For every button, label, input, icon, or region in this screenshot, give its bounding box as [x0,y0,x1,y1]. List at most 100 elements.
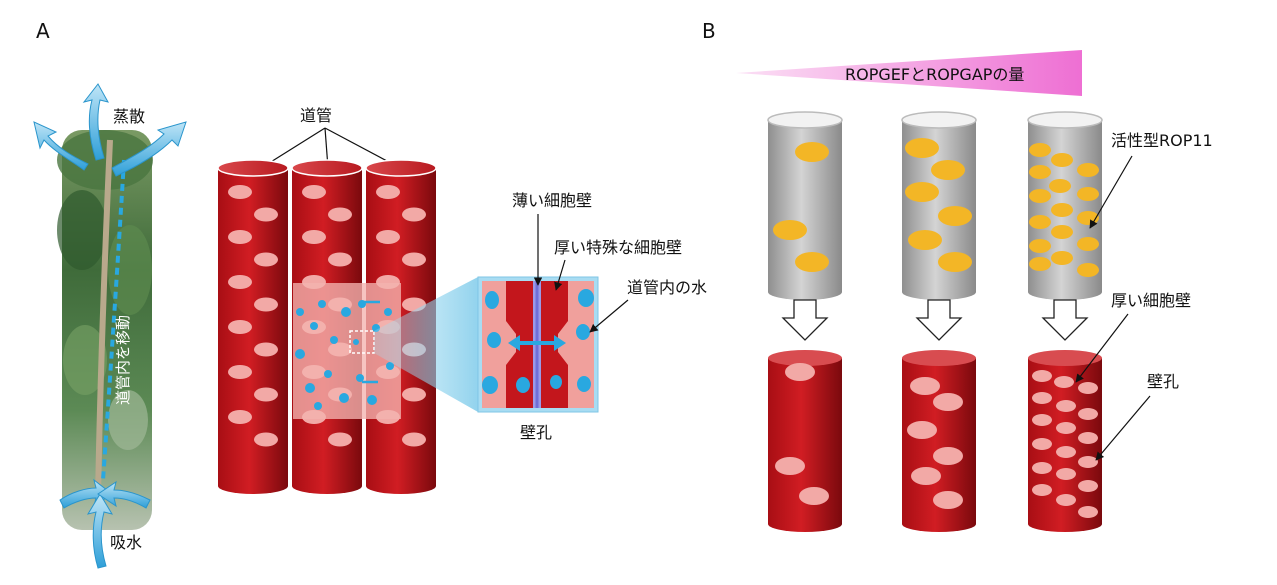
active-rop11-label: 活性型ROP11 [1111,131,1213,150]
pit-spot [933,491,963,509]
active-rop11-spot [908,230,942,250]
pit-spot [228,365,252,379]
red-vessel-1-bottom [768,516,842,532]
pit-spot [228,230,252,244]
pit-spot [302,230,326,244]
active-rop11-spot [1029,239,1051,253]
pit-spot [911,467,941,485]
vessel-series-b [767,111,1103,532]
pit-spot [254,207,278,222]
active-rop11-spot [1029,257,1051,271]
pit-spot [402,207,426,222]
grey-vessel-2 [901,111,977,300]
red-vessel-3-bottom [1028,516,1102,532]
pit-spot [1078,432,1098,444]
pit-label-b: 壁孔 [1147,372,1179,391]
grey-vessel-3 [1027,111,1103,300]
red-vessel-2-bottom [902,516,976,532]
vessel-label: 道管 [300,106,332,125]
active-rop11-spot [1029,143,1051,157]
red-vessel-1 [768,350,842,532]
pit-spot [228,275,252,289]
vessel-cut-section [293,283,401,419]
pit-spot [1032,414,1052,426]
active-rop11-spot [931,160,965,180]
pit-spot [1032,392,1052,404]
pit-spot [228,320,252,334]
pit-spot [254,342,278,357]
pit-spot [1032,484,1052,496]
water-in-vessel-pointer [589,299,629,333]
water-in-vessel-label: 道管内の水 [627,278,707,297]
pit-spot [254,387,278,402]
pit-spot [1056,446,1076,458]
active-rop11-spot [1029,189,1051,203]
thick-special-cell-wall-pointer [554,259,566,291]
active-rop11-spot [795,252,829,272]
thick-cell-wall-label: 厚い細胞壁 [1111,291,1191,310]
pit-spot [1032,438,1052,450]
pit-spot [328,252,352,267]
vessel-a-1 [217,159,289,494]
panel-b-letter: B [702,19,716,43]
active-rop11-spot [1077,237,1099,251]
thick-special-cell-wall-label: 厚い特殊な細胞壁 [554,238,682,257]
pit-spot [1056,422,1076,434]
pit-enlarged-inset [477,276,599,413]
active-rop11-spot [773,220,807,240]
tree-photo [57,130,153,530]
active-rop11-spot [1051,153,1073,167]
regulator-amount-gradient [736,50,1082,96]
pit-spot [785,363,815,381]
active-rop11-spot [938,206,972,226]
red-vessel-2 [902,350,976,532]
water-absorption-label: 吸水 [110,533,142,552]
transpiration-label: 蒸散 [113,107,145,126]
pit-spot [302,185,326,199]
vessel-a-1-top [217,159,289,177]
active-rop11-spot [905,138,939,158]
movement-in-vessel-label: 道管内を移動 [114,315,132,405]
red-vessel-3 [1028,350,1102,532]
vessel-a-3-bottom [366,478,436,494]
pit-spot [1078,506,1098,518]
active-rop11-spot [1049,179,1071,193]
pit-spot [228,185,252,199]
grey-vessel-1-top [767,111,843,129]
active-rop11-spot [1077,163,1099,177]
pit-spot [1056,400,1076,412]
grey-vessel-3-bottom [1028,284,1102,300]
pit-spot [775,457,805,475]
pit-spot [228,410,252,424]
pit-spot [1078,456,1098,468]
pit-label-a: 壁孔 [520,423,552,442]
pit-spot [907,421,937,439]
regulator-amount-label: ROPGEFとROPGAPの量 [845,65,1024,84]
active-rop11-spot [1051,225,1073,239]
pit-spot [376,230,400,244]
red-vessel-2-top [902,350,976,366]
vessel-a-1-bottom [218,478,288,494]
active-rop11-spot [938,252,972,272]
active-rop11-spot [1077,187,1099,201]
panel-a-letter: A [36,19,50,43]
pit-spot [254,297,278,312]
grey-vessel-1-bottom [768,284,842,300]
pit-spot [1056,494,1076,506]
active-rop11-spot [1077,263,1099,277]
pit-spot [328,432,352,447]
magnification-cone [374,277,478,412]
pit-spot [910,377,940,395]
pit-spot [1078,408,1098,420]
active-rop11-pointer [1089,155,1133,229]
active-rop11-spot [1029,165,1051,179]
thick-cell-wall-pointer [1075,313,1129,383]
vessel-a-2-bottom [292,478,362,494]
grey-vessel-1 [767,111,843,300]
pit-spot [1078,382,1098,394]
pit-spot [376,185,400,199]
pit-pointer-b [1095,395,1151,461]
water-absorption-arrows [59,478,151,569]
grey-vessel-2-bottom [902,284,976,300]
pit-spot [328,207,352,222]
